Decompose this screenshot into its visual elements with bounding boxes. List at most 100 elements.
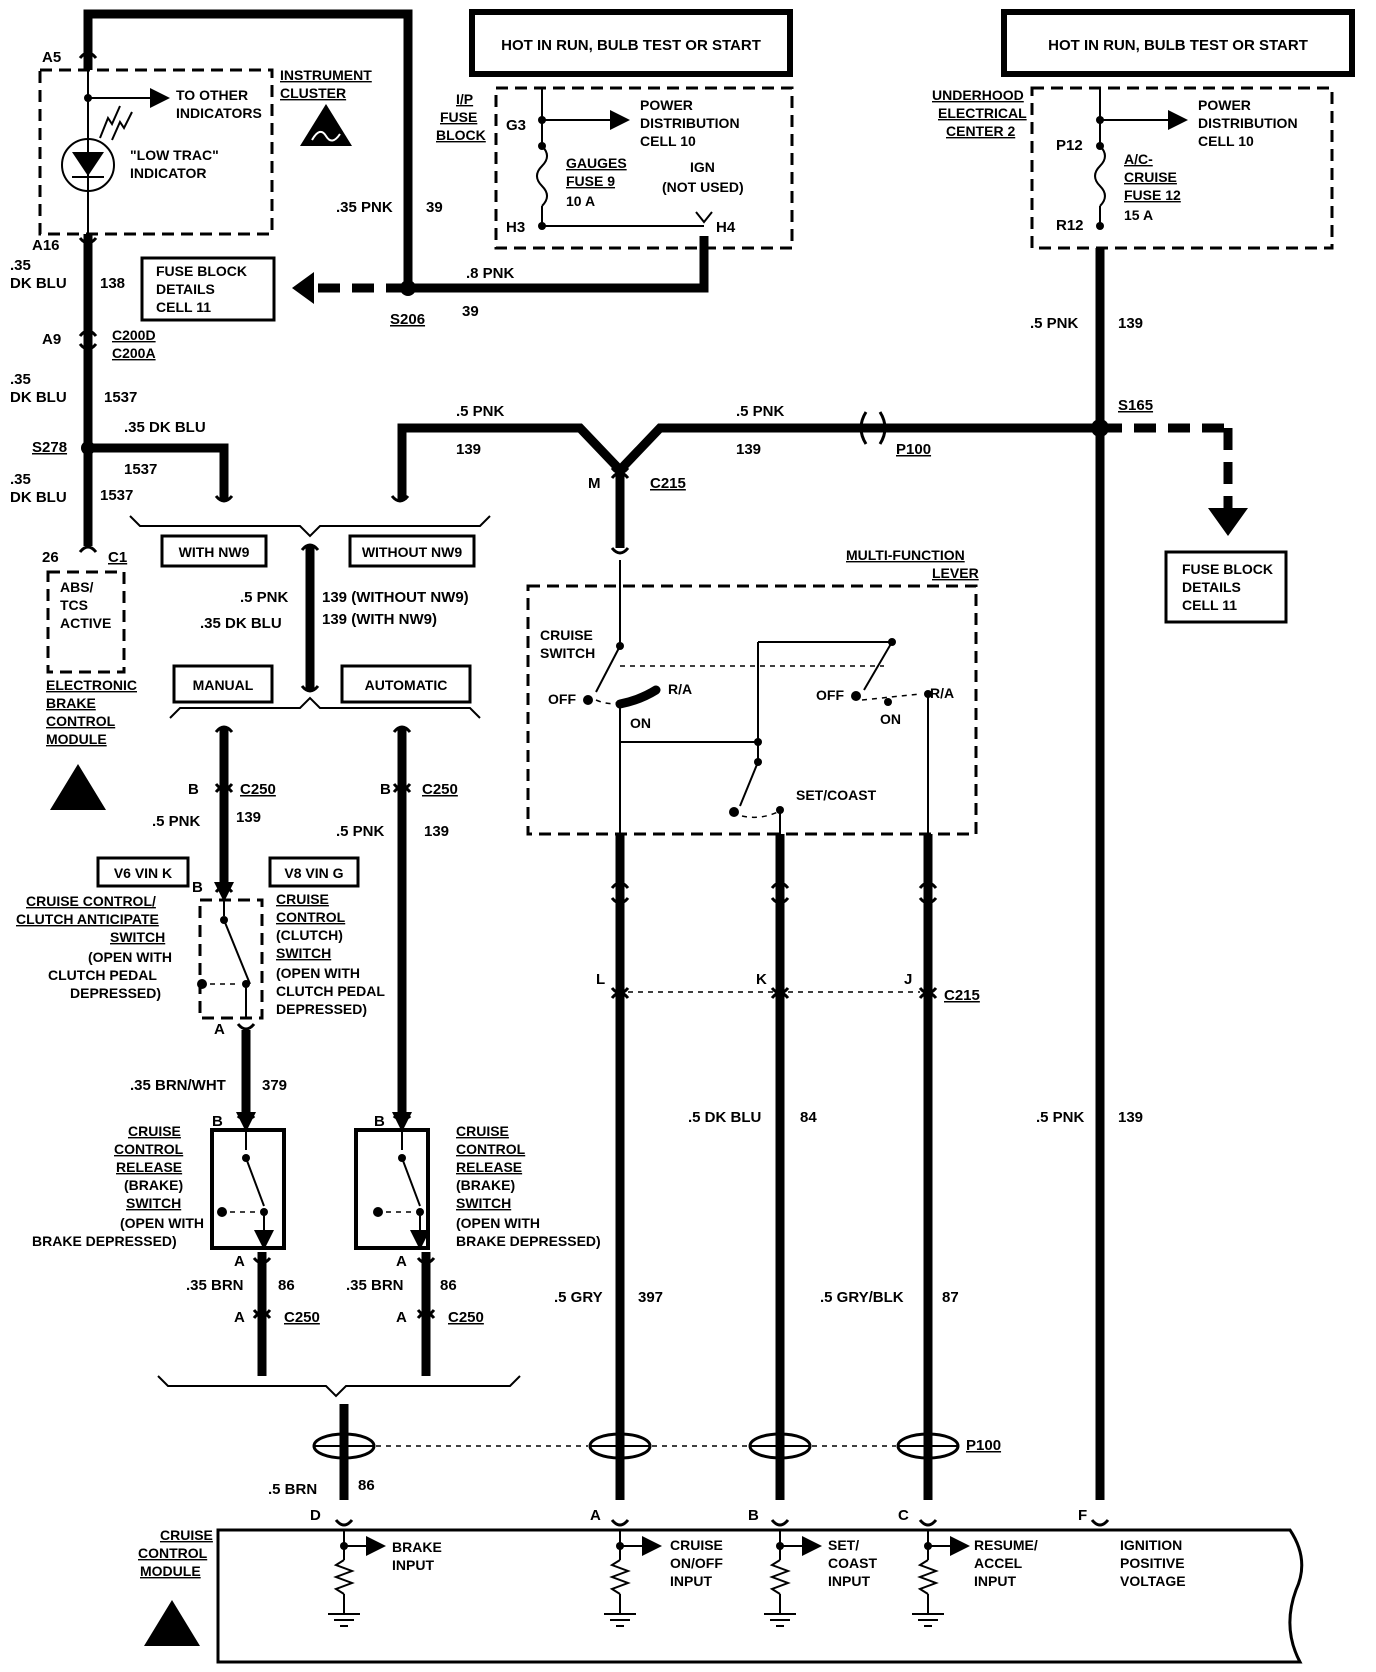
pin-h4: H4 (716, 219, 736, 236)
with-nw9: WITH NW9 (179, 544, 250, 560)
splice-s206: S206 (390, 311, 425, 328)
wire-5brn: .5 BRN (268, 1481, 317, 1498)
opt-35dkblu: .35 DK BLU (200, 615, 282, 632)
right-35brn: .35 BRN (346, 1277, 404, 1294)
right-release-pin-b: B (374, 1113, 385, 1130)
hot-box-2 (1001, 9, 1355, 77)
wire-5pnk-top-1: .5 PNK (456, 403, 505, 420)
with-nw9-box (160, 534, 268, 568)
ra-1: R/A (668, 681, 692, 697)
pin-k: K (756, 971, 767, 988)
hot-box-1 (469, 9, 793, 77)
automatic-box (340, 664, 472, 704)
on-1: ON (630, 715, 651, 731)
opt-139-with: 139 (WITH NW9) (322, 611, 437, 628)
pin-d: D (310, 1507, 321, 1524)
hot-box-1-label: HOT IN RUN, BULB TEST OR START (501, 37, 761, 54)
esd-icon-ebcm (50, 764, 106, 810)
left-c250-pin-a: A (234, 1309, 245, 1326)
without-nw9-box (348, 534, 476, 568)
wire-5pnk-lower: .5 PNK (1036, 1109, 1085, 1126)
hot-box-2-label: HOT IN RUN, BULB TEST OR START (1048, 37, 1308, 54)
module-inputs (328, 1530, 970, 1627)
fuse-block-details-1 (140, 256, 276, 322)
right-release-pin-a: A (396, 1253, 407, 1270)
wire-139-top-1: 139 (456, 441, 481, 458)
c215-top: C215 (650, 475, 686, 492)
wire-1537-c: 1537 (100, 487, 133, 504)
left-c250: C250 (240, 781, 276, 798)
pin-a16: A16 (32, 237, 60, 254)
wire-35dkblu-c: .35 DK BLU (124, 419, 206, 436)
clutch-switch-box (198, 898, 264, 1020)
esd-icon-ccm (144, 1600, 200, 1646)
c215-lower: C215 (944, 987, 980, 1004)
pin-r12: R12 (1056, 217, 1084, 234)
esd-icon (300, 104, 352, 146)
right-c250-pin-a: A (396, 1309, 407, 1326)
p100-connectors (312, 1432, 960, 1460)
wire-139-lower: 139 (1118, 1109, 1143, 1126)
right-86: 86 (440, 1277, 457, 1294)
fuse-9-icon (536, 145, 548, 207)
pin-p12: P12 (1056, 137, 1083, 154)
right-c250: C250 (422, 781, 458, 798)
v8-vin-g: V8 VIN G (284, 865, 343, 881)
led-icon (61, 138, 115, 192)
pin-b: B (748, 1507, 759, 1524)
right-5pnk: .5 PNK (336, 823, 385, 840)
cruise-control-module-box (216, 1528, 1304, 1664)
pin-f: F (1078, 1507, 1087, 1524)
ign-not-used: IGN(NOT USED) (662, 159, 744, 195)
left-release-switch-box (210, 1128, 286, 1250)
wire-5gryblk: .5 GRY/BLK (820, 1289, 904, 1306)
set-coast: SET/COAST (796, 787, 877, 803)
v6-box (96, 856, 190, 888)
v6-vin-k: V6 VIN K (114, 865, 172, 881)
right-brake-switch (373, 1112, 430, 1250)
wire-35pnk: .35 PNK (336, 199, 393, 216)
abs-box (46, 570, 126, 674)
mfl-box (526, 584, 978, 836)
wire-5gry: .5 GRY (554, 1289, 603, 1306)
wire-1537-a: 1537 (104, 389, 137, 406)
underhood-box (1030, 86, 1334, 250)
left-pin-b: B (188, 781, 199, 798)
right-release-switch-box (354, 1128, 430, 1250)
wire-1537-b: 1537 (124, 461, 157, 478)
pin-a5: A5 (42, 49, 61, 66)
pin-26: 26 (42, 549, 59, 566)
wire-86-lower: 86 (358, 1477, 375, 1494)
wire-84: 84 (800, 1109, 817, 1126)
fuse-12-icon (1094, 145, 1106, 207)
left-release-pin-b: B (212, 1113, 223, 1130)
wire-39-b: 39 (462, 303, 479, 320)
v8-box (268, 856, 360, 888)
wire-87: 87 (942, 1289, 959, 1306)
on-2: ON (880, 711, 901, 727)
pin-c: C (898, 1507, 909, 1524)
c1-label: C1 (108, 549, 127, 566)
clutch-pin-b: B (192, 879, 203, 896)
wire-139-right: 139 (1118, 315, 1143, 332)
clutch-pin-a: A (214, 1021, 225, 1038)
